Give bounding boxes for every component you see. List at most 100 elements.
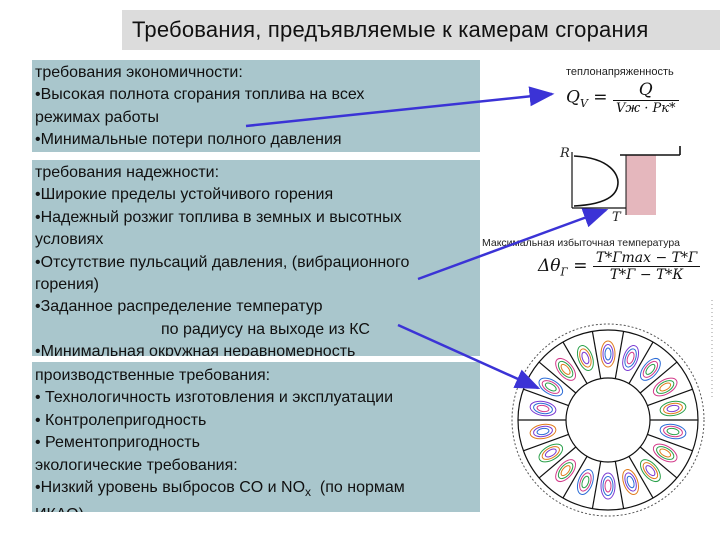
economy-line: •Высокая полнота сгорания топлива на все… bbox=[35, 86, 365, 104]
isotherm-contour bbox=[604, 347, 612, 361]
formula2-lhs-sub: Г bbox=[560, 265, 568, 279]
arrow-to-annular-map bbox=[397, 323, 541, 390]
isotherm-contour bbox=[663, 425, 683, 438]
production-ecology-block: производственные требования: • Технологи… bbox=[32, 362, 480, 512]
isotherm-contour bbox=[626, 351, 635, 365]
isotherm-contour bbox=[576, 345, 594, 371]
reliability-line: по радиусу на выходе из КС bbox=[161, 320, 370, 338]
annular-temperature-map bbox=[511, 323, 705, 517]
isotherm-contour bbox=[581, 351, 590, 365]
isotherm-contour bbox=[663, 402, 683, 415]
graph-t-label: T bbox=[612, 210, 621, 225]
sector-divider bbox=[647, 433, 693, 452]
isotherm-contour bbox=[659, 423, 687, 440]
sector-divider bbox=[523, 388, 569, 407]
isotherm-contour bbox=[624, 472, 637, 492]
radial-profile-graph bbox=[571, 146, 681, 215]
reliability-line: горения) bbox=[35, 276, 99, 294]
sector-divider bbox=[538, 361, 577, 394]
isotherm-contour bbox=[533, 425, 553, 438]
title-bar: Требования, предъявляемые к камерам сгор… bbox=[122, 10, 720, 50]
reliability-requirements-block: требования надежности: •Широкие пределы … bbox=[32, 160, 480, 356]
sector-divider bbox=[562, 456, 588, 499]
sector-divider bbox=[523, 433, 569, 452]
sector-divider bbox=[639, 446, 678, 479]
isotherm-contour bbox=[656, 446, 675, 460]
isotherm-contour bbox=[666, 427, 680, 436]
isotherm-contour bbox=[557, 360, 574, 378]
isotherm-contour bbox=[602, 476, 614, 496]
isotherm-contour bbox=[529, 423, 557, 440]
formula2-fraction: T*Гmax − T*Г T*Г − T*К bbox=[592, 250, 701, 283]
isotherm-contour bbox=[557, 462, 574, 480]
slide-title: Требования, предъявляемые к камерам сгор… bbox=[132, 17, 649, 42]
economy-line: •Минимальные потери полного давления bbox=[35, 131, 342, 149]
isotherm-contour bbox=[645, 363, 656, 375]
isotherm-contour bbox=[604, 479, 612, 493]
graph-r-label: R bbox=[560, 146, 570, 161]
economy-line: режимах работы bbox=[35, 108, 159, 126]
isotherm-contour bbox=[555, 459, 577, 483]
production-heading: производственные требования: bbox=[35, 367, 271, 384]
production-line: • Контролепригодность bbox=[35, 411, 207, 429]
ecology-line: ИКАО) bbox=[35, 504, 405, 512]
sector-divider bbox=[562, 341, 588, 384]
isotherm-contour bbox=[560, 363, 571, 375]
formula2-numerator: T*Гmax − T*Г bbox=[592, 250, 701, 267]
excess-temperature-label: Максимальная избыточная температура bbox=[482, 237, 681, 249]
ecology-line: •Низкий уровень выбросов CO и NOx (по но… bbox=[35, 477, 405, 504]
sector-divider bbox=[614, 461, 625, 509]
isotherm-contour bbox=[659, 448, 672, 458]
formula1-fraction: Q Vж · Pк* bbox=[612, 80, 679, 116]
inner-wall bbox=[565, 377, 651, 463]
economy-requirements-block: требования экономичности: •Высокая полно… bbox=[32, 60, 480, 152]
formula1-numerator: Q bbox=[612, 80, 679, 101]
excess-temperature-formula: ΔθГ = T*Гmax − T*Г T*Г − T*К bbox=[538, 250, 701, 283]
isotherm-contour bbox=[555, 357, 577, 381]
arrow-to-heat-intensity bbox=[245, 86, 555, 128]
isotherm-contour bbox=[622, 345, 640, 371]
formula1-denominator: Vж · Pк* bbox=[615, 101, 676, 116]
isotherm-contour bbox=[626, 475, 635, 489]
sector-divider bbox=[628, 341, 654, 384]
isotherm-contour bbox=[656, 380, 675, 394]
pink-column bbox=[626, 155, 656, 215]
isotherm-contour bbox=[639, 357, 661, 381]
isotherm-contour bbox=[581, 475, 590, 489]
formula2-lhs: Δθ bbox=[538, 256, 561, 276]
isotherm-contour bbox=[645, 465, 656, 477]
sector-dividers bbox=[518, 331, 698, 509]
formula2-denominator: T*Г − T*К bbox=[609, 267, 684, 283]
isotherm-contour bbox=[659, 400, 687, 417]
temperature-isotherms bbox=[529, 340, 687, 500]
isotherm-contour bbox=[652, 443, 678, 463]
sector-divider bbox=[639, 361, 678, 394]
reliability-line: •Широкие пределы устойчивого горения bbox=[35, 186, 334, 204]
isotherm-contour bbox=[600, 340, 616, 368]
isotherm-contour bbox=[639, 459, 661, 483]
reliability-line: •Минимальная окружная неравномерность bbox=[35, 343, 356, 356]
isotherm-contour bbox=[529, 400, 557, 417]
isotherm-contour bbox=[602, 344, 614, 364]
reliability-heading: требования надежности: bbox=[35, 164, 220, 181]
arrow-to-radial-profile bbox=[417, 208, 609, 281]
sector-divider bbox=[591, 331, 602, 379]
isotherm-contour bbox=[541, 380, 560, 394]
production-line: • Рементопригодность bbox=[35, 434, 200, 452]
sector-divider bbox=[538, 446, 577, 479]
sector-divider bbox=[591, 461, 602, 509]
isotherm-contour bbox=[579, 348, 592, 368]
isotherm-contour bbox=[666, 404, 680, 413]
ecology-nox-subscript: x bbox=[305, 485, 312, 500]
ecology-line-suffix: (по нормам bbox=[311, 479, 405, 497]
isotherm-contour bbox=[622, 469, 640, 495]
sector-divider bbox=[647, 388, 693, 407]
reliability-line: условиях bbox=[35, 231, 104, 249]
heat-intensity-formula: QV = Q Vж · Pк* bbox=[566, 80, 679, 116]
ecology-line-prefix: •Низкий уровень выбросов CO и NO bbox=[35, 479, 306, 497]
sector-divider bbox=[614, 331, 625, 379]
isotherm-contour bbox=[652, 377, 678, 397]
economy-heading: требования экономичности: bbox=[35, 64, 243, 81]
isotherm-contour bbox=[538, 443, 564, 463]
isotherm-contour bbox=[544, 448, 557, 458]
